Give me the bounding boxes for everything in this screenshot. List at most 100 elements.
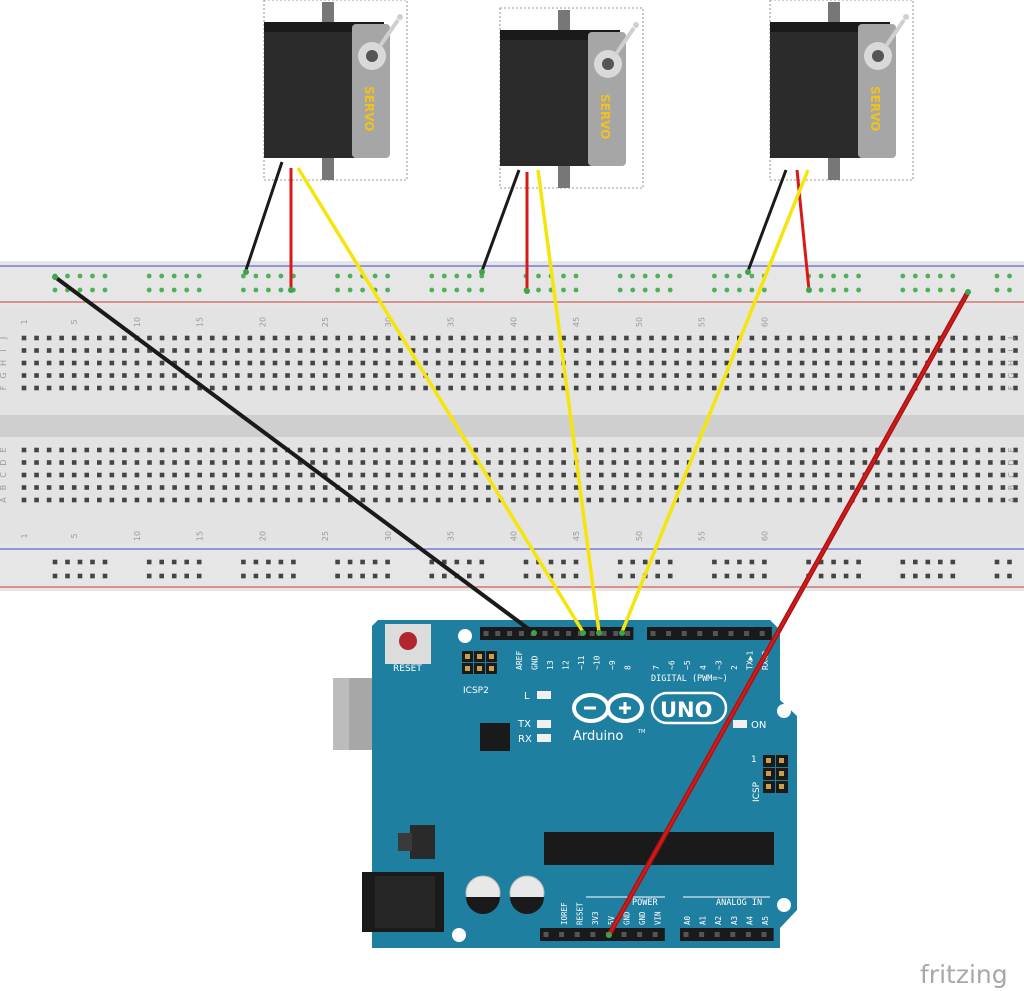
column-number: 30 — [384, 317, 393, 327]
servo-motor: SERVO — [263, 0, 408, 181]
column-number: 25 — [321, 531, 330, 541]
column-number: 35 — [447, 531, 456, 541]
reset-label: RESET — [393, 664, 422, 674]
column-number: 55 — [698, 317, 707, 327]
pin-label: A4 — [745, 915, 754, 925]
row-letter: A — [1007, 497, 1016, 503]
row-letter: C — [1007, 472, 1016, 478]
column-number: 55 — [698, 531, 707, 541]
column-number: 15 — [196, 531, 205, 541]
pin-label: 2 — [730, 665, 739, 670]
row-letter: A — [0, 497, 8, 503]
power-label: POWER — [632, 898, 658, 908]
servo-motor: SERVO — [769, 0, 914, 181]
column-number: 5 — [70, 319, 79, 324]
column-number: 50 — [635, 317, 644, 327]
fritzing-watermark: fritzing — [920, 960, 1008, 989]
column-number: 5 — [70, 533, 79, 538]
trademark: TM — [637, 729, 645, 735]
pin-label: A5 — [761, 916, 770, 925]
column-number: 30 — [384, 531, 393, 541]
servo-label: SERVO — [868, 86, 882, 131]
row-letter: B — [1007, 485, 1016, 491]
rx-led — [537, 734, 551, 742]
row-letter: I — [0, 349, 8, 351]
pin-label: GND — [531, 655, 540, 670]
column-number: 10 — [133, 531, 142, 541]
top-power-rail — [0, 261, 1024, 305]
column-number: 40 — [509, 531, 518, 541]
row-letter: F — [0, 385, 8, 390]
l-label: L — [524, 691, 530, 702]
pin-label: 12 — [562, 660, 571, 670]
arduino-brand: Arduino — [573, 729, 623, 744]
column-number: 20 — [258, 531, 267, 541]
pin-label: 7 — [652, 665, 661, 670]
servo2-signal-wire — [536, 169, 601, 633]
icsp2-header — [462, 651, 497, 674]
column-number: 35 — [447, 317, 456, 327]
column-number: 1 — [20, 533, 29, 538]
column-number: 50 — [635, 531, 644, 541]
row-letter: D — [0, 459, 8, 465]
servo-label: SERVO — [362, 86, 376, 131]
servo1-ground-wire — [244, 161, 284, 271]
icsp-pin1-label: 1 — [751, 755, 757, 765]
row-letter: J — [1007, 337, 1016, 340]
bottom-power-rail — [0, 545, 1024, 591]
servo2-ground-wire — [480, 169, 521, 272]
digital-header — [480, 627, 772, 640]
digital-label: DIGITAL (PWM=~) — [651, 674, 728, 684]
row-letter: B — [0, 485, 8, 491]
pin-label: IOREF — [560, 902, 569, 925]
row-letter: F — [1007, 385, 1016, 390]
pin-label: AREF — [515, 651, 524, 670]
pin-label: RX◀0 — [761, 651, 770, 670]
power-header — [540, 928, 665, 941]
analog-header — [680, 928, 774, 941]
analog-in-label: ANALOG IN — [716, 898, 762, 908]
column-number: 60 — [760, 317, 769, 327]
tx-led — [537, 720, 551, 728]
servo3-ground-wire — [746, 169, 788, 272]
pin-label: 5V — [607, 915, 616, 925]
row-letter: E — [0, 447, 8, 452]
row-letter: H — [0, 360, 8, 366]
pin-label: A0 — [683, 915, 692, 925]
column-number: 45 — [572, 531, 581, 541]
row-letter: H — [1007, 360, 1016, 366]
capacitor — [509, 875, 545, 914]
pin-label: TX▶1 — [746, 651, 755, 670]
row-letter: J — [0, 337, 8, 340]
servo3-signal-wire — [620, 169, 810, 633]
usb-chip — [480, 723, 510, 751]
row-letter: E — [1007, 447, 1016, 452]
wires — [52, 161, 971, 938]
arduino-logo — [572, 691, 728, 725]
pin-label: 8 — [624, 665, 633, 670]
reset-button[interactable] — [385, 624, 431, 664]
pin-label: ~5 — [683, 660, 692, 670]
servo-label: SERVO — [598, 94, 612, 139]
pin-label: ~3 — [714, 660, 723, 670]
icsp-label: ICSP — [752, 781, 762, 802]
pin-label: 13 — [546, 660, 555, 670]
column-number: 1 — [20, 319, 29, 324]
pin-label: 3V3 — [591, 911, 600, 925]
pin-label: 4 — [699, 665, 708, 670]
center-channel — [0, 415, 1024, 437]
pin-label: A1 — [699, 916, 708, 925]
pin-label: GND — [622, 911, 631, 925]
pin-label: ~6 — [668, 660, 677, 670]
pin-label: GND — [638, 911, 647, 925]
row-letter: C — [0, 472, 8, 478]
column-number: 25 — [321, 317, 330, 327]
pin-label: A3 — [730, 916, 739, 925]
tx-label: TX — [517, 719, 531, 730]
column-number: 15 — [196, 317, 205, 327]
column-number: 45 — [572, 317, 581, 327]
pin-label: ~10 — [593, 655, 602, 670]
column-number: 60 — [760, 531, 769, 541]
